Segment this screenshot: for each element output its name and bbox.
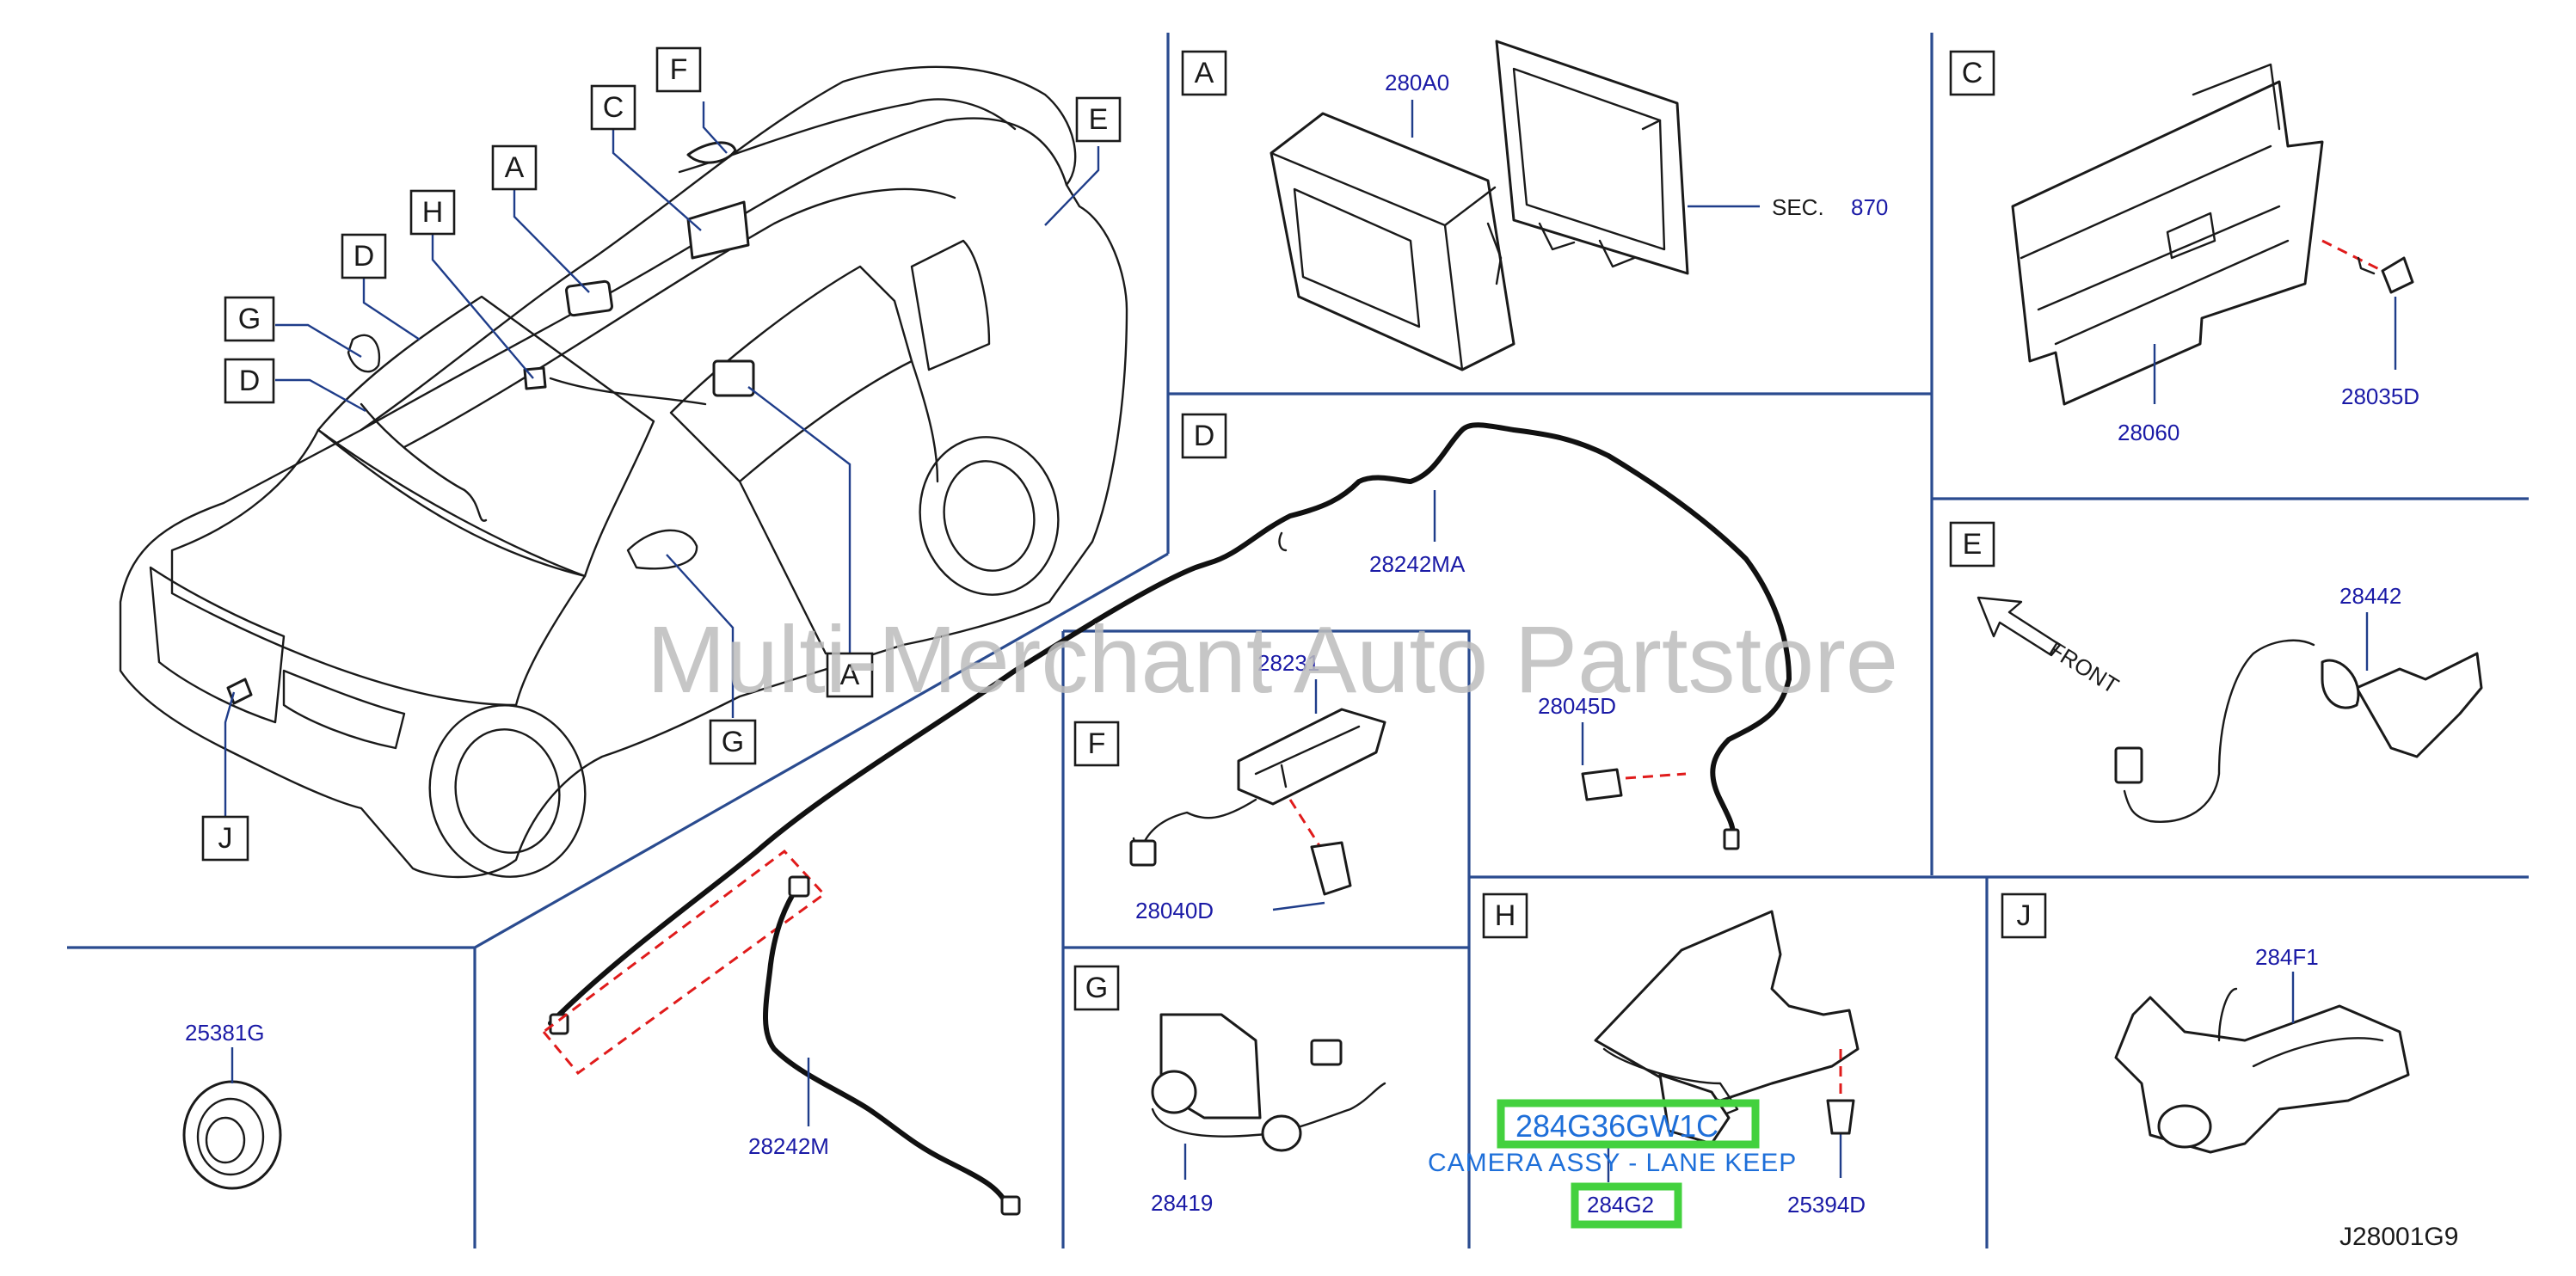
highlight-box-part-number [1497, 1099, 1760, 1149]
overview-part-a2 [712, 359, 755, 397]
callout-D-low: D [224, 358, 275, 404]
svg-text:G: G [1085, 972, 1108, 1004]
callout-A-top: A [491, 144, 538, 191]
callout-H: H [409, 189, 456, 236]
part-284G2 [1658, 1073, 1731, 1145]
label-28231: 28231 [1257, 650, 1319, 676]
highlight-description: CAMERA ASSY - LANE KEEP [1428, 1149, 1797, 1177]
svg-text:D: D [1194, 420, 1215, 452]
callout-C: C [590, 84, 636, 131]
label-28045D: 28045D [1538, 693, 1616, 719]
diagram-code: J28001G9 [2339, 1223, 2458, 1251]
section-g: G 28419 [1073, 965, 1386, 1216]
vehicle-body [119, 65, 1128, 879]
section-d: D 28242MA 28045D [541, 413, 1792, 1076]
section-f: F 28231 28040D [1073, 650, 1386, 923]
label-28035D: 28035D [2341, 383, 2419, 409]
part-25394D [1826, 1099, 1855, 1135]
part-28040D [1310, 841, 1352, 896]
svg-text:A: A [840, 659, 860, 691]
label-25381G: 25381G [185, 1020, 265, 1046]
overview-leaders [224, 101, 1100, 817]
svg-text:J: J [2017, 899, 2032, 932]
part-284G2-bracket [1594, 910, 1860, 1102]
callout-G-top: G [224, 296, 275, 342]
part-28231 [1237, 708, 1386, 806]
overview-callouts: F C A E H D G D A G J [201, 46, 1122, 862]
watermark-text: Multi-Merchant Auto Partstore [647, 607, 1898, 713]
callout-G-low: G [709, 719, 757, 765]
svg-text:C: C [603, 91, 624, 124]
label-28419: 28419 [1151, 1190, 1213, 1216]
part-sec870-bracket [1495, 40, 1689, 275]
svg-text:E: E [1963, 528, 1983, 561]
section-j: J 284F1 [2001, 893, 2410, 1154]
label-28242M: 28242M [748, 1133, 829, 1159]
section-a-letter: A [1195, 57, 1214, 89]
label-25394D: 25394D [1787, 1192, 1866, 1218]
svg-text:F: F [1088, 727, 1106, 760]
section-a: A 280A0 SEC. 870 [1181, 40, 1888, 371]
overview-part-a [565, 279, 613, 317]
part-28035D [2381, 256, 2414, 294]
svg-text:G: G [722, 726, 744, 758]
highlight-part-number: 284G36GW1C [1515, 1108, 1718, 1144]
label-280A0: 280A0 [1385, 70, 1449, 95]
front-arrow [1977, 596, 2062, 657]
svg-text:E: E [1089, 103, 1109, 136]
section-e: E FRONT 28442 [1949, 521, 2483, 823]
label-284G2: 284G2 [1587, 1192, 1654, 1218]
callout-D-top: D [341, 233, 387, 279]
part-280A0 [1270, 112, 1515, 371]
callout-F: F [655, 46, 702, 93]
callout-J: J [201, 815, 249, 862]
part-28442 [2355, 652, 2483, 758]
label-28242MA: 28242MA [1369, 551, 1466, 577]
svg-text:F: F [670, 53, 688, 86]
svg-text:H: H [1495, 899, 1516, 932]
svg-text:G: G [238, 303, 261, 335]
svg-text:H: H [422, 196, 444, 229]
rear-wheel [919, 436, 1060, 596]
svg-text:A: A [505, 151, 525, 184]
section-h: H 284G2 25394D 284G36GW1C CAMERA ASSY - … [1428, 893, 1866, 1229]
front-wheel [428, 704, 587, 878]
door-mirror [626, 529, 698, 570]
vehicle-overview [119, 65, 1128, 879]
section-c: C 28060 28035D [1949, 50, 2419, 445]
harness-28242M [763, 883, 1009, 1206]
svg-text:J: J [218, 822, 233, 855]
overview-part-c [686, 200, 750, 260]
harness-28242MA [548, 422, 1792, 1026]
callout-E: E [1075, 96, 1122, 143]
label-28060: 28060 [2118, 420, 2179, 445]
label-870: 870 [1851, 194, 1888, 220]
highlight-box-284G2 [1571, 1182, 1682, 1229]
section-dividers [67, 33, 2529, 1248]
svg-text:C: C [1962, 57, 1983, 89]
callout-A-low: A [826, 652, 874, 698]
label-28442: 28442 [2339, 583, 2401, 609]
label-sec: SEC. [1772, 194, 1824, 220]
lower-left: 25381G 28242M [182, 875, 1021, 1216]
label-284F1: 284F1 [2255, 944, 2319, 970]
part-28045D [1581, 768, 1623, 801]
overview-part-f [686, 141, 737, 164]
part-28060 [2011, 80, 2324, 406]
front-label: FRONT [2044, 636, 2124, 699]
svg-text:D: D [239, 365, 261, 397]
svg-text:D: D [354, 240, 375, 273]
label-28040D: 28040D [1135, 898, 1214, 923]
